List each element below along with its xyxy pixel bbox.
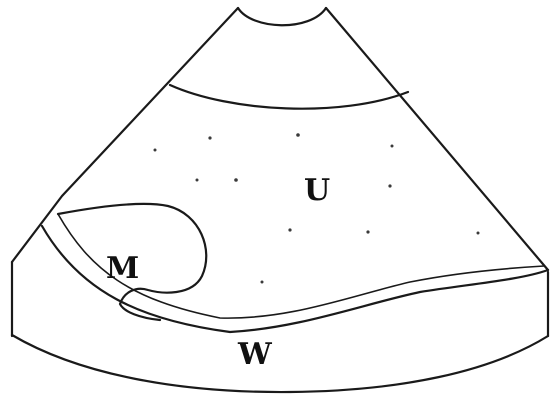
apex-notch-arc bbox=[238, 8, 326, 25]
upper-boundary-arc bbox=[170, 85, 408, 109]
fan-left-side bbox=[12, 8, 238, 262]
stipple-dots bbox=[154, 133, 480, 283]
base-bottom-curve bbox=[12, 335, 548, 392]
fan-right-side bbox=[326, 8, 548, 270]
label-m: M bbox=[106, 251, 139, 286]
label-w: W bbox=[237, 337, 273, 372]
label-u: U bbox=[304, 173, 330, 208]
